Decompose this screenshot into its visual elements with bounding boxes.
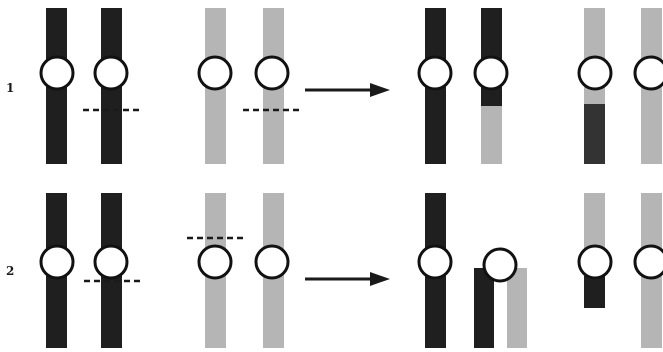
arrow-head xyxy=(370,83,390,97)
row-1-result-reciprocal-chromosome xyxy=(577,8,613,164)
centromere xyxy=(633,244,663,280)
centromere xyxy=(577,55,613,91)
centromere xyxy=(39,55,75,91)
row-2-result-dark-chromosome xyxy=(417,193,453,348)
row-1-dark-chromosome-b xyxy=(83,8,140,164)
centromere xyxy=(417,244,453,280)
centromere xyxy=(197,244,233,280)
row-2-light-chromosome-a xyxy=(187,193,244,348)
row-2-dark-chromosome-b xyxy=(84,193,140,348)
chromosome-arm-dark xyxy=(474,268,494,348)
row-label-2: 2 xyxy=(6,264,14,278)
row-1-dark-chromosome-a xyxy=(39,8,75,164)
row-2-result-light-chromosome xyxy=(633,193,663,348)
centromere xyxy=(93,244,129,280)
centromere xyxy=(39,244,75,280)
centromere xyxy=(577,244,613,280)
arrow-head xyxy=(370,272,390,286)
row-1-light-chromosome-a xyxy=(197,8,233,164)
chromosome-arm-dark xyxy=(584,276,605,308)
row-2-light-chromosome-b xyxy=(254,193,290,348)
centromere xyxy=(254,244,290,280)
row-1-light-chromosome-b xyxy=(243,8,300,164)
chromosome-arm-light xyxy=(507,268,527,348)
centromere xyxy=(254,55,290,91)
centromere xyxy=(93,55,129,91)
row-1-result-dark-chromosome xyxy=(417,8,453,164)
row-1 xyxy=(39,8,663,164)
row-label-1: 1 xyxy=(6,81,14,95)
row-2-arrow-icon xyxy=(305,272,390,286)
chromosome-arm-light xyxy=(481,106,502,164)
centromere xyxy=(417,55,453,91)
chromosome-arm-dark xyxy=(584,104,605,164)
row-1-result-light-chromosome xyxy=(633,8,663,164)
centromere xyxy=(482,247,518,283)
row-2-result-reciprocal-chromosome xyxy=(577,193,613,308)
centromere xyxy=(473,55,509,91)
centromere xyxy=(197,55,233,91)
row-2-result-fused-chromosome xyxy=(474,247,527,348)
row-2-dark-chromosome-a xyxy=(39,193,75,348)
centromere xyxy=(633,55,663,91)
row-1-arrow-icon xyxy=(305,83,390,97)
row-2 xyxy=(39,193,663,348)
row-1-result-derivative-chromosome xyxy=(473,8,509,164)
